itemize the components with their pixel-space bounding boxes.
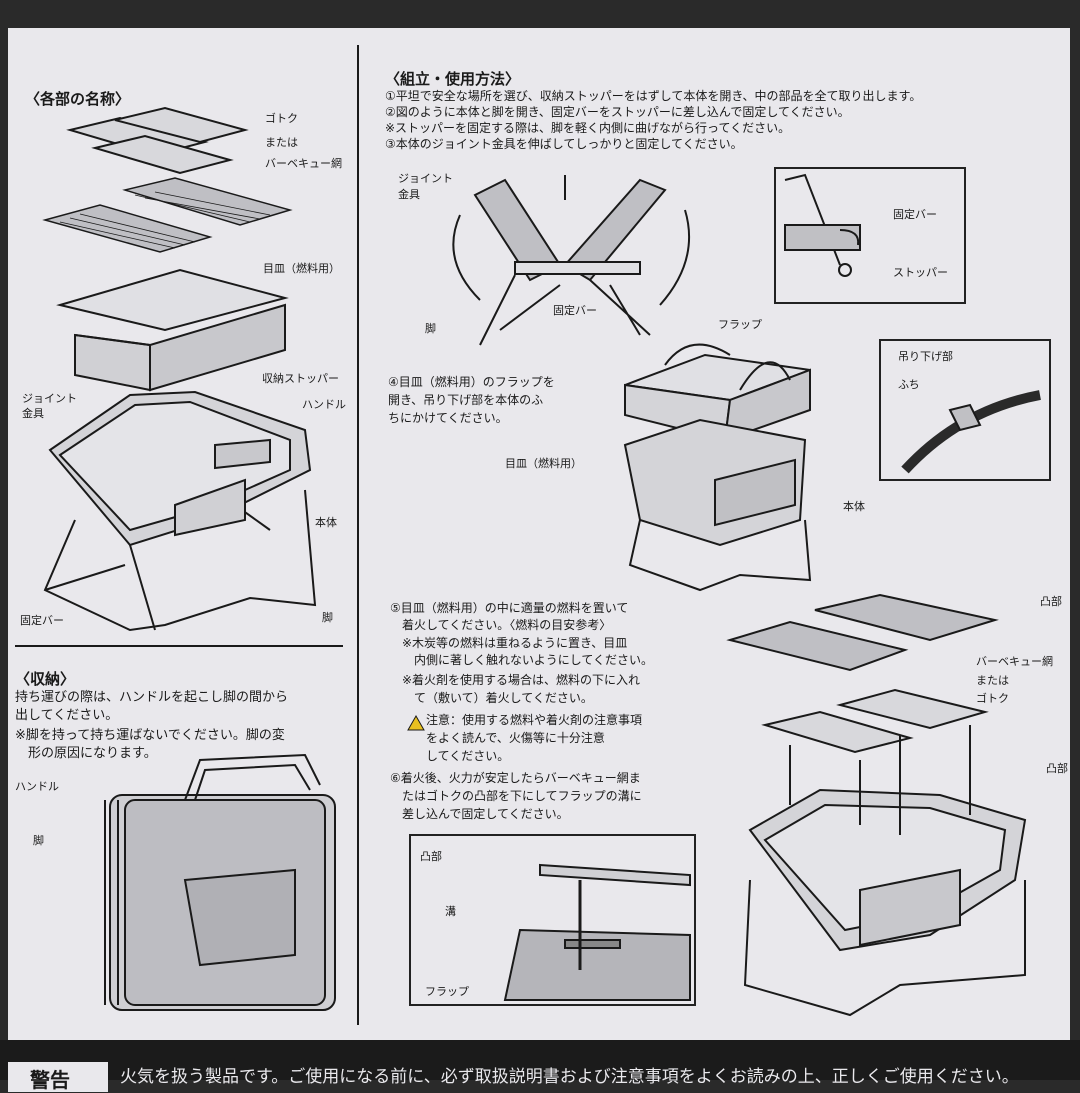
- fuel-tray-illustration: [56, 268, 289, 392]
- parts-heading: 〈各部の名称〉: [25, 90, 131, 108]
- fig1-label-joint: ジョイント: [398, 172, 453, 185]
- storage-case-illustration: [104, 753, 336, 1011]
- fig3-inset-groove: 溝: [445, 905, 456, 918]
- step-5-line-2: 着火してください。〈燃料の目安参考〉: [390, 618, 612, 632]
- fig1-inset-stopper: ストッパー: [893, 266, 948, 279]
- step-1: ①平坦で安全な場所を選び、収納ストッパーをはずして本体を開き、中の部品を全て取り…: [385, 89, 922, 103]
- tray-mount-illustration: [623, 343, 812, 592]
- fig2-inset-rim: ふち: [898, 378, 920, 391]
- fig1-label-joint-2: 金具: [398, 188, 420, 201]
- step-5-line-5: ※着火剤を使用する場合は、燃料の下に入れ: [390, 673, 641, 687]
- step-3: ③本体のジョイント金具を伸ばしてしっかりと固定してください。: [385, 137, 743, 151]
- label-handle: ハンドル: [302, 398, 346, 411]
- warning-text: 火気を扱う製品です。ご使用になる前に、必ず取扱説明書および注意事項をよくお読みの…: [120, 1067, 1019, 1087]
- step-5-line-1: ⑤目皿（燃料用）の中に適量の燃料を置いて: [390, 601, 629, 615]
- storage-line-1: 持ち運びの際は、ハンドルを起こし脚の間から: [15, 690, 289, 705]
- gotoku-illustration: [66, 106, 249, 175]
- stopper-detail-illustration: [774, 167, 966, 304]
- step-2-note: ※ストッパーを固定する際は、脚を軽く内側に曲げながら行ってください。: [385, 121, 791, 135]
- label-body: 本体: [315, 516, 337, 529]
- storage-line-4: 形の原因になります。: [15, 746, 157, 761]
- fig2-label-fuel-tray: 目皿（燃料用）: [505, 457, 582, 470]
- fig1-label-leg: 脚: [425, 322, 436, 335]
- label-storage-stopper: 収納ストッパー: [262, 372, 339, 385]
- step-5-caution-1: 注意：使用する燃料や着火剤の注意事項: [426, 713, 643, 727]
- label-joint: ジョイント: [22, 392, 77, 405]
- fig3-label-bbq-net: バーベキュー網: [976, 655, 1053, 668]
- step-4-line-2: 開き、吊り下げ部を本体のふ: [388, 393, 544, 407]
- label-bbq-net: バーベキュー網: [265, 157, 342, 170]
- fig2-label-body: 本体: [843, 500, 865, 513]
- step-5-line-3: ※木炭等の燃料は重ねるように置き、目皿: [390, 636, 628, 650]
- fig3-inset-flap: フラップ: [425, 985, 469, 998]
- groove-detail-illustration: [409, 834, 696, 1006]
- column-divider: [357, 45, 359, 1025]
- storage-heading: 〈収納〉: [15, 670, 76, 688]
- label-fixing-bar: 固定バー: [20, 614, 64, 627]
- step-5-line-4: 内側に著しく触れないようにしてください。: [390, 653, 654, 667]
- label-leg: 脚: [322, 611, 333, 624]
- fig3-label-gotoku: ゴトク: [976, 692, 1009, 705]
- step-4-line-3: ちにかけてください。: [388, 411, 508, 425]
- storage-line-2: 出してください。: [15, 708, 119, 723]
- label-or-1: または: [265, 136, 298, 149]
- section-divider: [15, 645, 343, 647]
- net-mount-illustration: [726, 593, 1027, 1017]
- fig3-label-or: または: [976, 674, 1009, 687]
- step-5-caution-2: をよく読んで、火傷等に十分注意: [390, 731, 605, 745]
- step-5-caution-3: してください。: [390, 749, 510, 763]
- fig3-label-convex-2: 凸部: [1046, 762, 1068, 775]
- step-6-line-3: 差し込んで固定してください。: [390, 807, 569, 821]
- grill-body-illustration: [43, 390, 317, 632]
- step-6-line-2: たはゴトクの凸部を下にしてフラップの溝に: [390, 789, 642, 803]
- label-joint-2: 金具: [22, 407, 44, 420]
- label-fuel-tray: 目皿（燃料用）: [263, 262, 340, 275]
- fig2-inset-hang: 吊り下げ部: [898, 350, 953, 363]
- label-case-handle: ハンドル: [15, 780, 59, 793]
- fig2-label-flap: フラップ: [718, 318, 762, 331]
- footer-bar: [0, 1040, 1080, 1080]
- warning-label: 警告: [30, 1068, 70, 1092]
- label-gotoku: ゴトク: [265, 112, 298, 125]
- fig1-inset-fixing-bar: 固定バー: [893, 208, 937, 221]
- fig3-label-convex: 凸部: [1040, 595, 1062, 608]
- opening-figure-illustration: [452, 175, 691, 346]
- step-2: ②図のように本体と脚を開き、固定バーをストッパーに差し込んで固定してください。: [385, 105, 850, 119]
- bbq-net-illustration: [42, 177, 293, 253]
- assembly-heading: 〈組立・使用方法〉: [385, 70, 521, 88]
- fig1-label-fixing-bar: 固定バー: [553, 304, 597, 317]
- step-5-line-6: て（敷いて）着火してください。: [390, 691, 593, 705]
- step-6-line-1: ⑥着火後、火力が安定したらバーベキュー網ま: [390, 771, 641, 785]
- fig3-inset-convex: 凸部: [420, 850, 442, 863]
- warning-triangle-icon: [407, 714, 425, 731]
- storage-line-3: ※脚を持って持ち運ばないでください。脚の変: [15, 728, 285, 743]
- label-case-leg: 脚: [33, 834, 44, 847]
- step-4-line-1: ④目皿（燃料用）のフラップを: [388, 375, 555, 389]
